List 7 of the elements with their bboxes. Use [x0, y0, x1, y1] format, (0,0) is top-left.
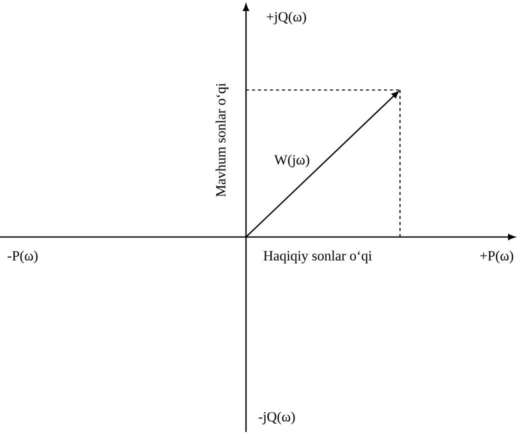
axis-title: Haqiqiy sonlar o‘qi	[264, 250, 372, 264]
axis-title: Mavhum sonlar o‘qi	[216, 83, 228, 197]
axis-label: -jQ(ω)	[258, 412, 295, 424]
axis-label: -P(ω)	[8, 250, 38, 264]
vector-label: W(jω)	[274, 154, 310, 168]
axis-label: +P(ω)	[480, 250, 514, 264]
axis-label: +jQ(ω)	[266, 12, 306, 24]
